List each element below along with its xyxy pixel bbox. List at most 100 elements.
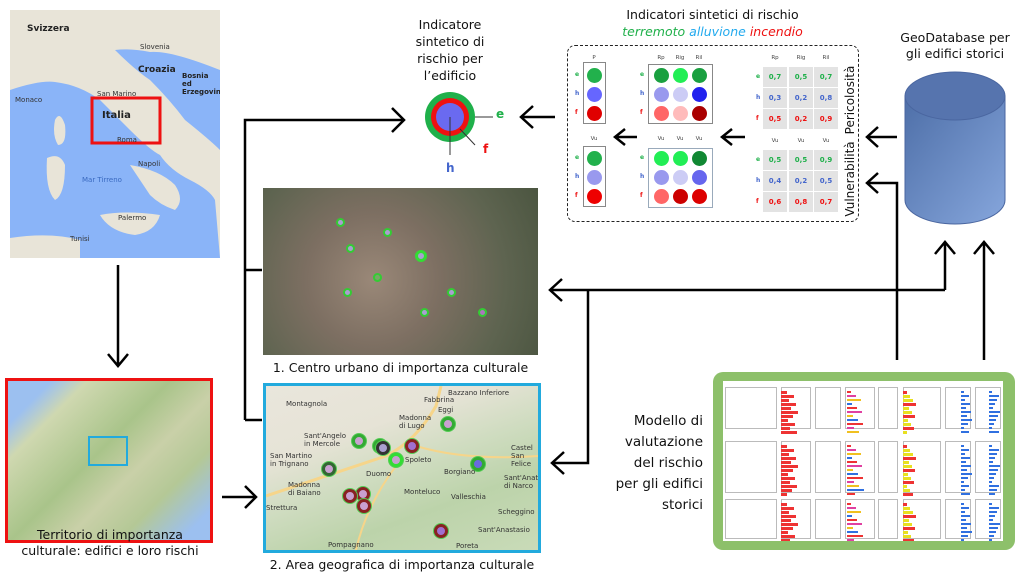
sheet-bar: [847, 411, 862, 413]
map-label: Sant'Anastasio: [478, 526, 530, 534]
sheet-bar: [781, 469, 793, 472]
map-label: Svizzera: [27, 24, 70, 34]
indicator-circle: [672, 67, 688, 83]
sheet-bar: [961, 407, 966, 409]
sheet-bar: [847, 481, 854, 483]
sheet-bar: [903, 399, 913, 402]
territory-map: [5, 378, 213, 543]
sheet-bar: [781, 407, 791, 410]
building-marker: [447, 288, 456, 297]
sheet-bar: [961, 427, 964, 429]
sheet-bar: [961, 403, 970, 405]
risk-model-spreadsheet: [713, 372, 1015, 550]
map-label: Madonna di Baiano: [288, 481, 321, 497]
sheet-bar: [961, 511, 965, 513]
indicator-circle: [653, 169, 669, 185]
sheet-bar: [847, 469, 853, 471]
arrow-to-urban: [548, 278, 945, 302]
geo-area-map: Fabbrina Bazzano Inferiore Eggi Madonna …: [263, 383, 541, 553]
building-marker: [343, 489, 357, 503]
sheet-bar: [847, 527, 853, 529]
sheet-column: [845, 441, 875, 493]
arrow-italy-to-territory: [107, 265, 129, 368]
title-line: Indicatore: [418, 17, 482, 32]
sheet-bar: [903, 507, 910, 510]
sheet-bar: [847, 431, 859, 433]
map-label: Eggi: [438, 406, 454, 414]
sheet-bar: [781, 427, 790, 430]
value-cell: 0,9: [814, 150, 838, 170]
row-label: f: [640, 109, 643, 116]
sheet-bar: [847, 407, 857, 409]
sheet-bar: [781, 395, 794, 398]
sheet-bar: [781, 535, 795, 538]
sheet-bar: [847, 419, 858, 421]
indicator-circle: [586, 150, 602, 166]
arrow-db-to-pericolosita: [865, 126, 897, 148]
sheet-bar: [847, 457, 852, 459]
italy-map-shapes: [10, 49, 220, 258]
map-label: Monaco: [15, 96, 43, 104]
sheet-bar: [989, 449, 999, 451]
map-label: Pompagnano: [328, 541, 374, 549]
title-line: gli edifici storici: [905, 46, 1005, 61]
database-cylinder-icon: [904, 71, 1006, 225]
sheet-bar: [847, 493, 855, 495]
label-f: f: [483, 142, 489, 156]
sheet-bar: [989, 527, 998, 529]
map-label: Duomo: [366, 470, 392, 478]
sheet-bar: [781, 493, 787, 496]
row-label: f: [756, 198, 759, 205]
sheet-bar: [989, 535, 994, 537]
sheet-bar: [961, 473, 972, 475]
sheet-bar: [903, 485, 907, 488]
row-label: e: [575, 154, 580, 161]
urban-aerial-map: [263, 188, 538, 355]
sheet-bar: [781, 523, 798, 526]
building-marker: [336, 218, 345, 227]
map-label: Poreta: [456, 542, 479, 550]
value-cell: 0,2: [789, 88, 813, 108]
sheet-bar: [903, 503, 907, 506]
sheet-column: [975, 499, 1001, 539]
sheet-bar: [903, 469, 915, 472]
building-marker: [352, 434, 366, 448]
sheet-bar: [903, 531, 908, 534]
sheet-bar: [961, 481, 964, 483]
sheet-bar: [989, 503, 992, 505]
incendio-label: incendio: [749, 24, 803, 39]
sheet-bar: [903, 445, 907, 448]
indicator-circle: [672, 150, 688, 166]
sheet-bar: [989, 507, 999, 509]
sheet-bar: [781, 457, 796, 460]
sheet-bar: [989, 473, 996, 475]
sheet-bar: [989, 419, 996, 421]
value-cell: 0,3: [763, 88, 787, 108]
sheet-bar: [903, 403, 916, 406]
map-label: Italia: [102, 110, 131, 121]
sheet-bar: [781, 445, 787, 448]
alluvione-label: alluvione: [689, 24, 746, 39]
title-line: del rischio: [633, 455, 703, 471]
sheet-bar: [989, 445, 992, 447]
sheet-bar: [847, 399, 861, 401]
sheet-bar: [781, 449, 794, 452]
sheet-bar: [961, 431, 969, 433]
map-label: Tunisi: [70, 235, 90, 243]
row-label: h: [756, 94, 761, 101]
sheet-bar: [781, 399, 789, 402]
value-cell: 0,2: [789, 109, 813, 129]
column-header: Ril: [695, 55, 703, 61]
building-marker: [346, 244, 355, 253]
building-marker: [389, 453, 403, 467]
sheet-bar: [989, 415, 998, 417]
sheet-bar: [781, 519, 791, 522]
building-risk-indicator: [425, 92, 493, 155]
sheet-column: [815, 387, 841, 429]
column-header: Vu: [771, 138, 779, 144]
sheet-bar: [961, 445, 964, 447]
row-label: f: [640, 192, 643, 199]
sheet-bar: [847, 427, 854, 429]
sheet-bar: [903, 511, 913, 514]
title-line: sintetico di: [415, 34, 485, 49]
